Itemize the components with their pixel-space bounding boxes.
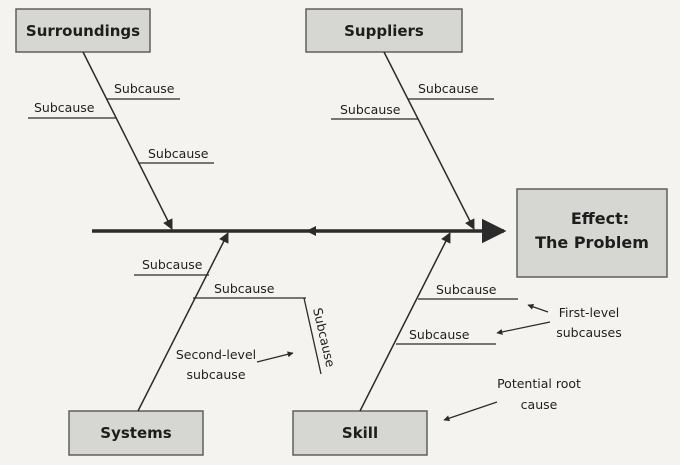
- effect-subtitle: The Problem: [535, 233, 649, 252]
- first-level-arrow-1-icon: [527, 303, 549, 313]
- effect-title: Effect:: [571, 209, 629, 228]
- effect-box: Effect: The Problem: [516, 188, 668, 278]
- category-suppliers: Suppliers Subcause Subcause: [305, 8, 494, 230]
- category-surroundings: Surroundings Subcause Subcause Subcause: [15, 8, 214, 230]
- suppliers-label: Suppliers: [344, 22, 424, 40]
- surroundings-subcause-1: Subcause: [114, 81, 175, 96]
- systems-second-level-line: [303, 297, 322, 375]
- suppliers-bone: [383, 51, 475, 230]
- surroundings-subcause-3: Subcause: [148, 146, 209, 161]
- skill-subcause-1: Subcause: [436, 282, 497, 297]
- first-level-arrow-2-icon: [496, 321, 551, 335]
- surroundings-label: Surroundings: [26, 22, 140, 40]
- suppliers-box: [305, 8, 463, 53]
- suppliers-subcause-1: Subcause: [418, 81, 479, 96]
- systems-label: Systems: [100, 424, 171, 442]
- spine-midpoint-arrow-icon: [306, 226, 316, 236]
- annotation-root-cause: Potential root cause: [443, 376, 581, 422]
- second-level-label-2: subcause: [186, 367, 245, 382]
- suppliers-subcause-2: Subcause: [340, 102, 401, 117]
- systems-box: [68, 410, 204, 456]
- annotation-second-level: Second-level subcause: [176, 347, 294, 382]
- first-level-label-1: First-level: [559, 305, 620, 320]
- surroundings-subcause-2: Subcause: [34, 100, 95, 115]
- skill-label: Skill: [342, 424, 378, 442]
- systems-bone: [137, 232, 229, 412]
- root-cause-label-2: cause: [521, 397, 558, 412]
- second-level-label-1: Second-level: [176, 347, 256, 362]
- category-systems: Systems Subcause Subcause Subcause: [68, 232, 338, 456]
- skill-bone: [359, 232, 451, 412]
- systems-subcause-2: Subcause: [214, 281, 275, 296]
- skill-subcause-2: Subcause: [409, 327, 470, 342]
- annotation-first-level: First-level subcauses: [496, 303, 622, 340]
- root-cause-label-1: Potential root: [497, 376, 581, 391]
- surroundings-bone: [82, 51, 173, 230]
- second-level-arrow-icon: [256, 351, 294, 363]
- category-skill: Skill Subcause Subcause: [292, 232, 518, 456]
- first-level-label-2: subcauses: [556, 325, 622, 340]
- effect-box-rect: [516, 188, 668, 278]
- surroundings-box: [15, 8, 151, 53]
- skill-box: [292, 410, 428, 456]
- systems-second-level-subcause: Subcause: [310, 306, 338, 369]
- systems-subcause-1: Subcause: [142, 257, 203, 272]
- root-cause-arrow-icon: [443, 401, 498, 422]
